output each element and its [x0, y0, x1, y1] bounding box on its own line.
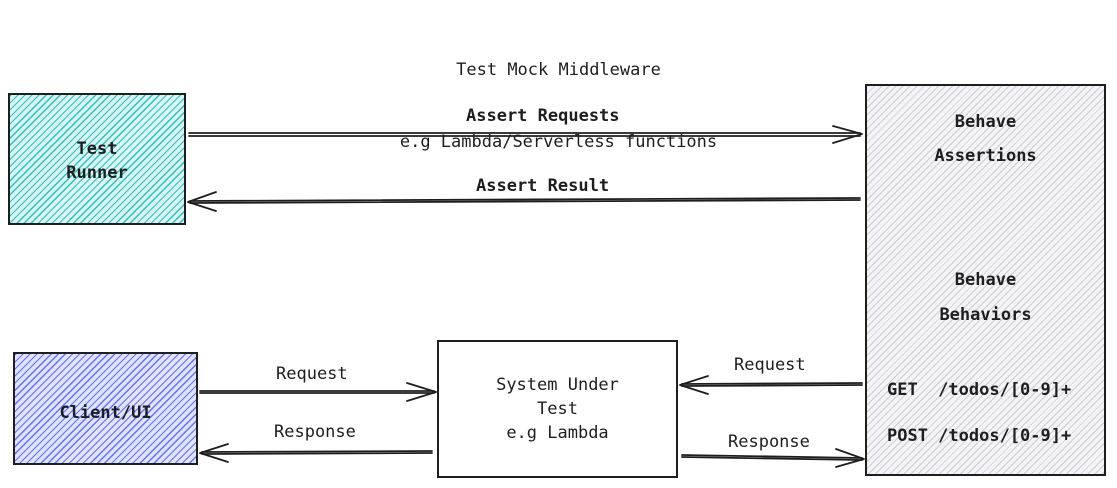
system-under-test-box: System Under Test e.g Lambda — [437, 340, 678, 478]
behave-box: Behave Assertions Behave Behaviors GET /… — [865, 84, 1106, 476]
assert-result-label: Assert Result — [476, 176, 610, 196]
sut-label-line-2: Test — [537, 399, 578, 419]
behave-behaviors-line-1: Behave — [954, 270, 1017, 290]
test-runner-label-line-2: Runner — [66, 163, 128, 183]
behave-request-label: Request — [734, 355, 806, 375]
client-response-arrow — [199, 443, 433, 463]
diagram-title: Test Mock Middleware e.g Lambda/Serverle… — [0, 10, 1117, 178]
test-runner-box: Test Runner — [8, 93, 186, 225]
client-ui-label: Client/UI — [59, 403, 152, 423]
behave-route-get: GET /todos/[0-9]+ — [887, 380, 1072, 400]
behave-assertions-line-2: Assertions — [934, 146, 1037, 166]
client-ui-box: Client/UI — [13, 352, 198, 465]
behave-behaviors-line-2: Behaviors — [939, 305, 1032, 325]
behave-response-arrow — [681, 448, 865, 468]
behave-response-label: Response — [728, 432, 810, 452]
behave-assertions-line-1: Behave — [954, 112, 1017, 132]
title-line-2: e.g Lambda/Serverless functions — [399, 132, 718, 152]
client-response-label: Response — [274, 422, 356, 442]
assert-requests-arrow — [188, 125, 863, 144]
assert-requests-label: Assert Requests — [466, 106, 620, 126]
client-request-label: Request — [276, 364, 348, 384]
behave-route-post: POST /todos/[0-9]+ — [887, 426, 1072, 446]
test-runner-label-line-1: Test — [76, 139, 118, 159]
behave-request-arrow — [679, 375, 863, 395]
client-request-arrow — [199, 382, 437, 402]
assert-result-arrow — [187, 191, 861, 212]
sut-label-line-3: e.g Lambda — [506, 423, 609, 443]
title-line-1: Test Mock Middleware — [456, 60, 661, 80]
sut-label-line-1: System Under — [496, 375, 619, 395]
